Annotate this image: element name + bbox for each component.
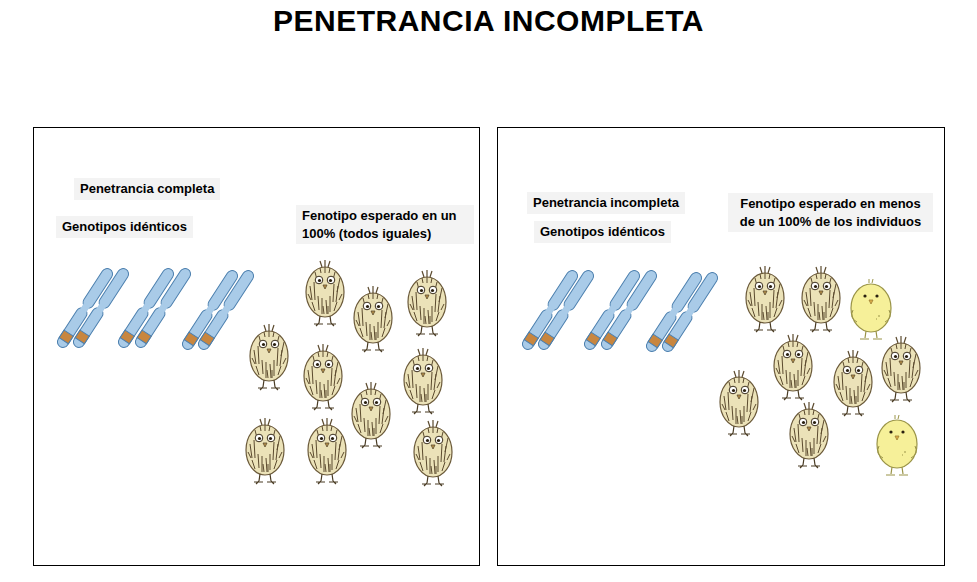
fuzzy-chick bbox=[404, 348, 442, 414]
fuzzy-chick bbox=[720, 370, 758, 436]
panel-box: Penetrancia incompletaGenotipos idéntico… bbox=[497, 127, 945, 566]
fuzzy-chick bbox=[790, 402, 828, 468]
fuzzy-chick bbox=[408, 270, 446, 336]
fuzzy-chick bbox=[802, 266, 840, 332]
fuzzy-chick bbox=[834, 350, 872, 416]
yellow-chick bbox=[877, 415, 917, 475]
fuzzy-chick bbox=[250, 324, 288, 390]
fuzzy-chick bbox=[414, 420, 452, 486]
fuzzy-chick bbox=[882, 336, 920, 402]
chromosome bbox=[660, 270, 719, 353]
yellow-chick bbox=[851, 279, 891, 339]
fuzzy-chick bbox=[352, 382, 390, 448]
panel-label: Genotipos idénticos bbox=[56, 216, 193, 238]
panel-label: Fenotipo esperado en un 100% (todos igua… bbox=[296, 205, 474, 244]
panel-box: Penetrancia completaGenotipos idénticos F… bbox=[33, 127, 480, 566]
fuzzy-chick bbox=[746, 266, 784, 332]
chromosome bbox=[196, 268, 255, 351]
panel-label: Penetrancia completa bbox=[74, 178, 220, 200]
fuzzy-chick bbox=[246, 418, 284, 484]
fuzzy-chick bbox=[308, 418, 346, 484]
fuzzy-chick bbox=[774, 334, 812, 400]
panel-label: Fenotipo esperado en menos de un 100% de… bbox=[728, 193, 933, 232]
diagram-title: PENETRANCIA INCOMPLETA bbox=[0, 4, 977, 38]
panel-label: Penetrancia incompleta bbox=[527, 192, 685, 214]
panel-label: Genotipos idénticos bbox=[534, 221, 671, 243]
fuzzy-chick bbox=[304, 344, 342, 410]
chromosome bbox=[133, 266, 192, 349]
fuzzy-chick bbox=[306, 260, 344, 326]
fuzzy-chick bbox=[354, 286, 392, 352]
